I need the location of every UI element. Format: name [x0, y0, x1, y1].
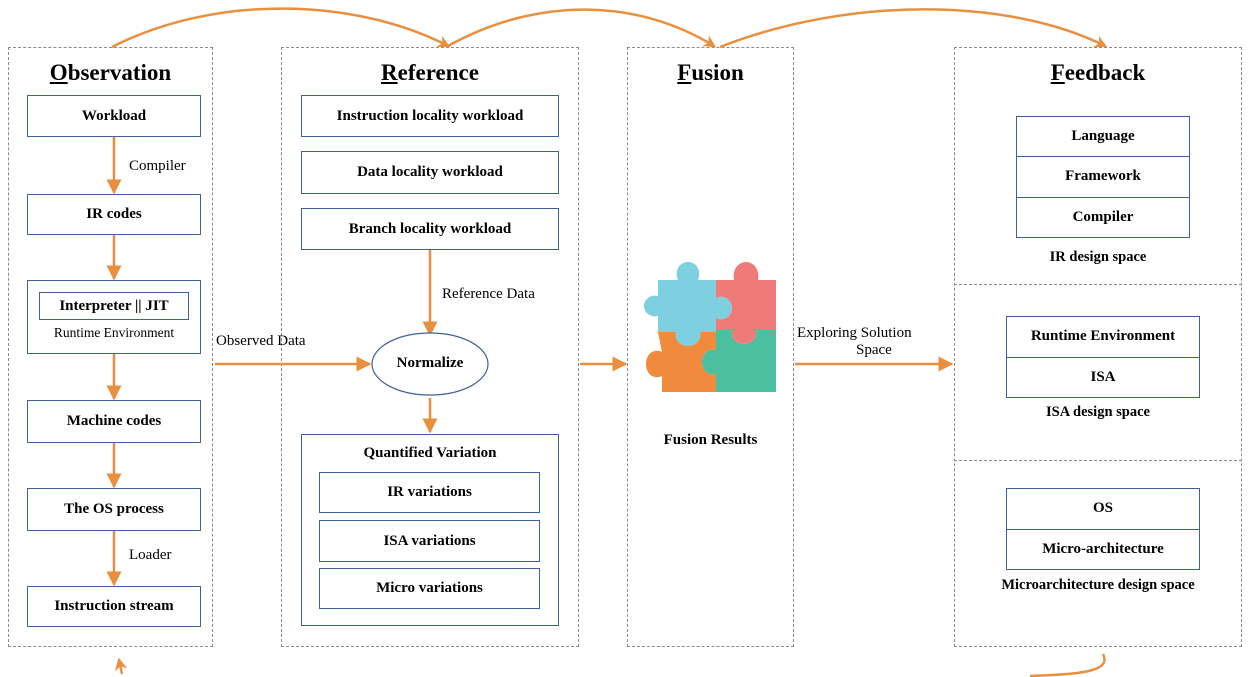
runtime-environment-box: Interpreter || JIT Runtime Environment	[27, 280, 201, 354]
fusion-title-initial: F	[677, 60, 692, 85]
micro-design-stack: OS Micro-architecture	[1006, 488, 1200, 570]
fusion-title-rest: usion	[691, 60, 744, 85]
feedback-title-rest: eedback	[1064, 60, 1146, 85]
loader-edge-label: Loader	[129, 547, 172, 563]
feedback-divider-2	[954, 460, 1242, 461]
machine-codes-box: Machine codes	[27, 400, 201, 443]
quantified-variation-title: Quantified Variation	[363, 445, 497, 461]
micro-variations-box: Micro variations	[319, 568, 540, 609]
quantified-variation-box	[301, 434, 559, 626]
data-locality-box: Data locality workload	[301, 151, 559, 194]
exploring-solution-label-line1: Exploring Solution	[797, 325, 912, 341]
instruction-locality-box: Instruction locality workload	[301, 95, 559, 137]
observation-panel	[8, 47, 213, 647]
isa-variations-label: ISA variations	[383, 532, 476, 549]
data-locality-label: Data locality workload	[357, 164, 503, 180]
arc-observation-to-reference	[111, 7, 451, 49]
instruction-locality-label: Instruction locality workload	[336, 107, 524, 124]
ir-codes-label: IR codes	[86, 206, 142, 222]
reference-data-label: Reference Data	[442, 286, 535, 302]
exploring-solution-label-line2: Space	[856, 342, 892, 358]
return-arrow-observation	[114, 657, 128, 675]
ir-variations-label: IR variations	[387, 484, 472, 500]
reference-title: Reference	[281, 60, 579, 86]
puzzle-piece-orange	[646, 332, 716, 392]
instruction-stream-label: Instruction stream	[54, 598, 174, 614]
observation-title-rest: bservation	[67, 60, 172, 85]
puzzle-icon	[644, 262, 776, 392]
instruction-stream-box: Instruction stream	[27, 586, 201, 627]
os-cell: OS	[1007, 489, 1199, 530]
puzzle-piece-blue	[644, 262, 732, 346]
feedback-divider-1	[954, 284, 1242, 285]
feedback-panel	[954, 47, 1242, 647]
observed-data-label: Observed Data	[216, 333, 306, 349]
interpreter-jit-box: Interpreter || JIT	[39, 292, 189, 320]
framework-cell: Framework	[1017, 157, 1189, 198]
microarchitecture-design-space-caption: Microarchitecture design space	[1001, 577, 1195, 593]
runtime-environment-cell: Runtime Environment	[1007, 317, 1199, 358]
puzzle-piece-teal	[702, 330, 776, 392]
machine-codes-label: Machine codes	[66, 413, 162, 429]
observation-title: Observation	[8, 60, 213, 86]
language-cell: Language	[1017, 117, 1189, 158]
micro-variations-label: Micro variations	[376, 580, 483, 596]
return-curve	[1029, 653, 1106, 677]
os-process-label: The OS process	[64, 501, 164, 517]
compiler-edge-label: Compiler	[129, 158, 186, 174]
feedback-title: Feedback	[954, 60, 1242, 86]
feedback-title-initial: F	[1050, 60, 1065, 85]
normalize-ellipse	[371, 332, 489, 396]
ir-design-stack: Language Framework Compiler	[1016, 116, 1190, 238]
arc-reference-to-fusion	[447, 8, 717, 48]
reference-title-initial: R	[381, 60, 398, 85]
isa-design-space-caption: ISA design space	[1046, 404, 1150, 420]
normalize-label: Normalize	[396, 355, 464, 371]
fusion-results-label: Fusion Results	[663, 432, 758, 448]
runtime-environment-label: Runtime Environment	[53, 325, 175, 340]
fusion-panel	[627, 47, 794, 647]
branch-locality-label: Branch locality workload	[348, 220, 512, 237]
isa-cell: ISA	[1090, 368, 1116, 385]
fusion-title: Fusion	[627, 60, 794, 86]
os-process-box: The OS process	[27, 488, 201, 531]
isa-variations-box: ISA variations	[319, 520, 540, 562]
micro-architecture-cell: Micro-architecture	[1042, 540, 1164, 557]
isa-design-stack: Runtime Environment ISA	[1006, 316, 1200, 398]
arc-fusion-to-feedback	[719, 8, 1108, 49]
branch-locality-box: Branch locality workload	[301, 208, 559, 250]
reference-title-rest: eference	[397, 60, 479, 85]
ir-codes-box: IR codes	[27, 194, 201, 235]
workload-box: Workload	[27, 95, 201, 137]
reference-panel	[281, 47, 579, 647]
ir-variations-box: IR variations	[319, 472, 540, 513]
ir-design-space-caption: IR design space	[1049, 249, 1147, 265]
compiler-cell: Compiler	[1072, 208, 1134, 225]
workload-label: Workload	[81, 107, 147, 124]
observation-title-initial: O	[49, 60, 68, 85]
puzzle-piece-red	[716, 262, 776, 344]
